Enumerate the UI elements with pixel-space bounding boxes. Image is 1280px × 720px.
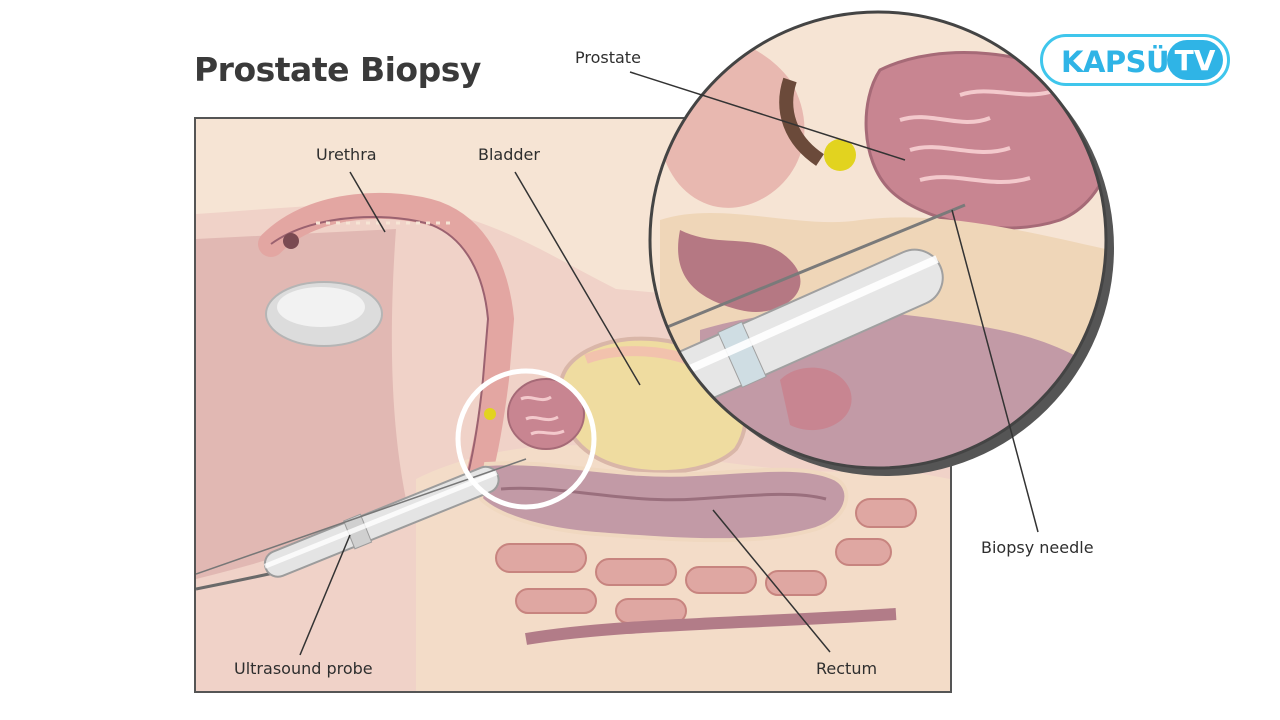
- rectum-fold: [500, 486, 827, 502]
- label-ultrasound-probe: Ultrasound probe: [234, 659, 373, 678]
- biopsy-needle-leader: [951, 209, 1039, 533]
- label-bladder: Bladder: [478, 145, 540, 164]
- anatomy-illustration: [196, 119, 950, 691]
- sacrum: [525, 608, 897, 645]
- brand-logo: KAPSÜL TV: [1040, 34, 1230, 86]
- urethra-channel: [270, 216, 490, 475]
- prostate-texture: [520, 395, 565, 436]
- pubic-bone-highlight: [277, 287, 365, 327]
- diagram-title: Prostate Biopsy: [194, 50, 481, 89]
- label-rectum: Rectum: [816, 659, 878, 678]
- penile-shaft: [258, 192, 515, 487]
- anatomy-panel: [194, 117, 952, 693]
- label-urethra: Urethra: [316, 145, 377, 164]
- brand-badge: TV: [1167, 40, 1223, 80]
- seminal-spot: [484, 408, 496, 420]
- label-biopsy-needle: Biopsy needle: [981, 538, 1094, 557]
- brand-badge-text: TV: [1174, 44, 1216, 77]
- label-prostate: Prostate: [575, 48, 641, 67]
- brand-name: KAPSÜL: [1061, 45, 1188, 79]
- urethral-meatus: [283, 233, 299, 249]
